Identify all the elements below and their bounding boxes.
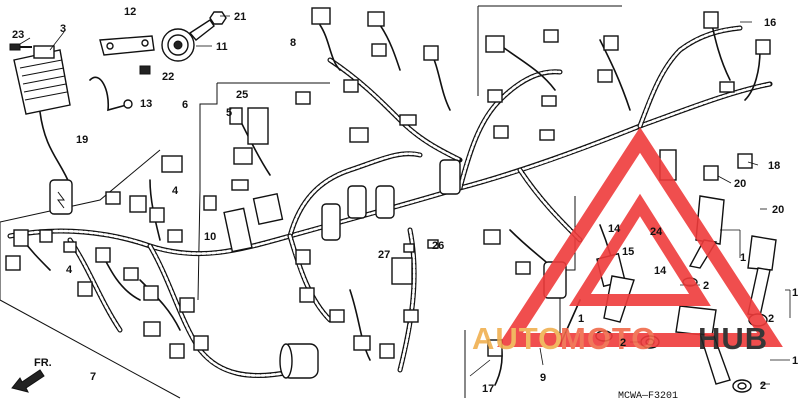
callout: 22 xyxy=(162,71,174,83)
callout: 2 xyxy=(620,337,626,349)
callout: 7 xyxy=(90,371,96,383)
watermark: AUTO MOTO HUB xyxy=(472,127,783,356)
watermark-text-moto: MOTO xyxy=(560,321,656,356)
diagram-code: MCWA—F3201 xyxy=(618,391,678,400)
callout: 20 xyxy=(772,204,784,216)
nut-21 xyxy=(209,11,227,25)
callout: 18 xyxy=(768,160,780,172)
callout: 11 xyxy=(216,41,228,53)
capacitor-left xyxy=(49,179,73,215)
callout: 24 xyxy=(650,226,663,238)
bracket-12 xyxy=(99,35,155,56)
callout: 14 xyxy=(654,265,667,277)
callout-numbers: 23 3 12 21 11 22 13 19 8 16 6 25 5 4 4 1… xyxy=(12,6,798,395)
callout: 21 xyxy=(234,11,246,23)
callout: 12 xyxy=(124,6,136,18)
callout: 2 xyxy=(760,380,766,392)
front-label: FR. xyxy=(34,357,52,369)
callout: 15 xyxy=(622,246,634,258)
relay-bracket-13 xyxy=(89,76,133,112)
callout: 10 xyxy=(204,231,216,243)
callout: 4 xyxy=(172,185,179,197)
callout: 1 xyxy=(578,313,584,325)
front-arrow: FR. xyxy=(11,357,52,393)
connectors xyxy=(5,7,771,359)
callout: 8 xyxy=(290,37,296,49)
callout: 3 xyxy=(60,23,66,35)
callout: 19 xyxy=(76,134,88,146)
bolt-23 xyxy=(9,43,32,51)
callout: 13 xyxy=(140,98,152,110)
callout: 27 xyxy=(378,249,390,261)
watermark-text-hub: HUB xyxy=(698,321,768,356)
callout: 20 xyxy=(734,178,746,190)
bolt-22 xyxy=(139,65,151,75)
callout: 26 xyxy=(432,240,444,252)
callout: 23 xyxy=(12,29,24,41)
callout: 2 xyxy=(768,313,774,325)
callout: 14 xyxy=(608,223,621,235)
callout: 5 xyxy=(226,107,232,119)
callout: 1 xyxy=(792,355,798,367)
watermark-logo-inner xyxy=(569,193,711,306)
callout: 2 xyxy=(703,280,709,292)
callout: 17 xyxy=(482,383,494,395)
regulator-rectifier xyxy=(13,45,71,186)
main-harness xyxy=(7,25,773,379)
callout: 1 xyxy=(792,287,798,299)
capacitors xyxy=(279,159,567,379)
group-frames xyxy=(0,5,622,399)
callout: 1 xyxy=(740,252,746,264)
callout: 4 xyxy=(66,264,73,276)
horn-11 xyxy=(161,19,215,62)
callout: 16 xyxy=(764,17,776,29)
callout: 25 xyxy=(236,89,248,101)
callout: 6 xyxy=(182,99,188,111)
watermark-text-auto: AUTO xyxy=(472,321,563,356)
callout: 9 xyxy=(540,372,546,384)
watermark-logo-triangle xyxy=(497,127,783,347)
